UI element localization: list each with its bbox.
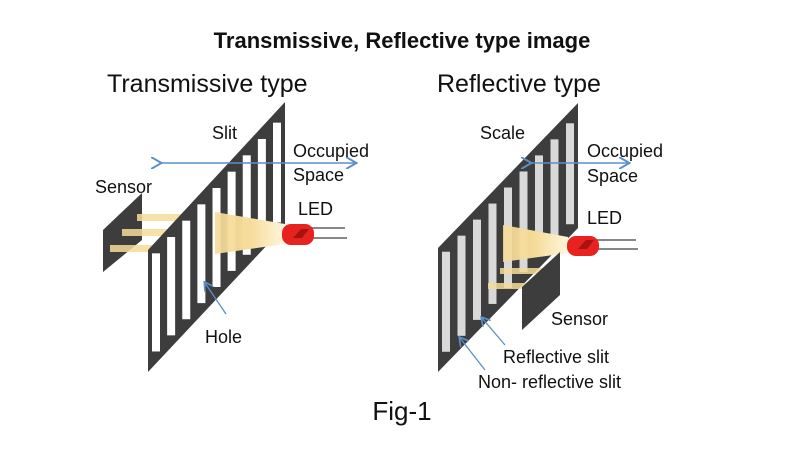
non-reflective-slit-label: Non- reflective slit: [478, 372, 622, 392]
sensor-label: Sensor: [551, 309, 609, 329]
reflective-diagram: [438, 103, 638, 372]
transmissive-diagram: [103, 102, 355, 372]
occupied-label-2: Space: [293, 165, 345, 185]
non-reflective-slit-pointer: [460, 338, 486, 371]
slat: [550, 139, 559, 241]
slat: [257, 138, 266, 239]
reflective-slit-pointer: [482, 318, 506, 346]
slit-label: Slit: [212, 123, 238, 143]
slat: [167, 237, 176, 336]
sensor-label: Sensor: [95, 177, 153, 197]
sensor-plate: [522, 252, 560, 330]
occupied-label-1: Occupied: [587, 141, 664, 161]
scale-label: Scale: [480, 123, 526, 143]
slat: [566, 123, 574, 225]
reflective-heading: Reflective type: [437, 70, 601, 98]
slat: [488, 203, 497, 304]
slat: [182, 220, 191, 320]
slat: [197, 204, 206, 304]
slat: [535, 155, 543, 257]
slat: [242, 155, 251, 255]
light-cone: [215, 212, 285, 254]
slat: [473, 219, 481, 320]
led-icon: [282, 224, 347, 245]
led-icon: [567, 236, 638, 256]
reflective-slit-label: Reflective slit: [503, 347, 610, 367]
reflected-beams: [488, 268, 550, 289]
light-cone: [503, 225, 568, 262]
occupied-label-1: Occupied: [293, 141, 370, 161]
slat: [152, 253, 160, 352]
occupied-label-2: Space: [587, 166, 639, 186]
figure-title: Transmissive, Reflective type image: [213, 28, 591, 53]
slat: [273, 122, 281, 223]
transmissive-heading: Transmissive type: [107, 70, 308, 98]
slat: [519, 171, 528, 273]
figure-caption: Fig-1: [372, 396, 432, 426]
slat: [442, 251, 450, 352]
led-label: LED: [298, 199, 334, 219]
slat: [457, 235, 466, 336]
hole-label: Hole: [205, 327, 243, 347]
hole-pointer: [205, 283, 227, 315]
led-label: LED: [587, 208, 623, 228]
